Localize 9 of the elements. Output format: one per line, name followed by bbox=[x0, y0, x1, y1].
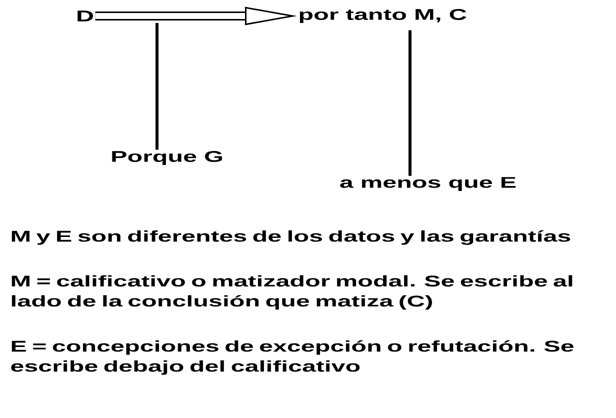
node-text: Porque G bbox=[112, 150, 222, 166]
node-text: D bbox=[78, 10, 94, 22]
leader-line bbox=[156, 23, 158, 150]
node-text: a menos que E bbox=[340, 177, 516, 191]
node-text: por tanto M, C bbox=[300, 8, 466, 24]
note-text: M = calificativo o matizador modal. Se escribe al lado de la conclusión que matiza (C) bbox=[12, 275, 572, 310]
note-text: E = concepciones de excepción o refutación. Se escribe debajo del calificativo bbox=[11, 340, 574, 375]
connector-line bbox=[408, 30, 412, 176]
note-text: M y E son diferentes de los datos y las garantías bbox=[12, 230, 570, 245]
